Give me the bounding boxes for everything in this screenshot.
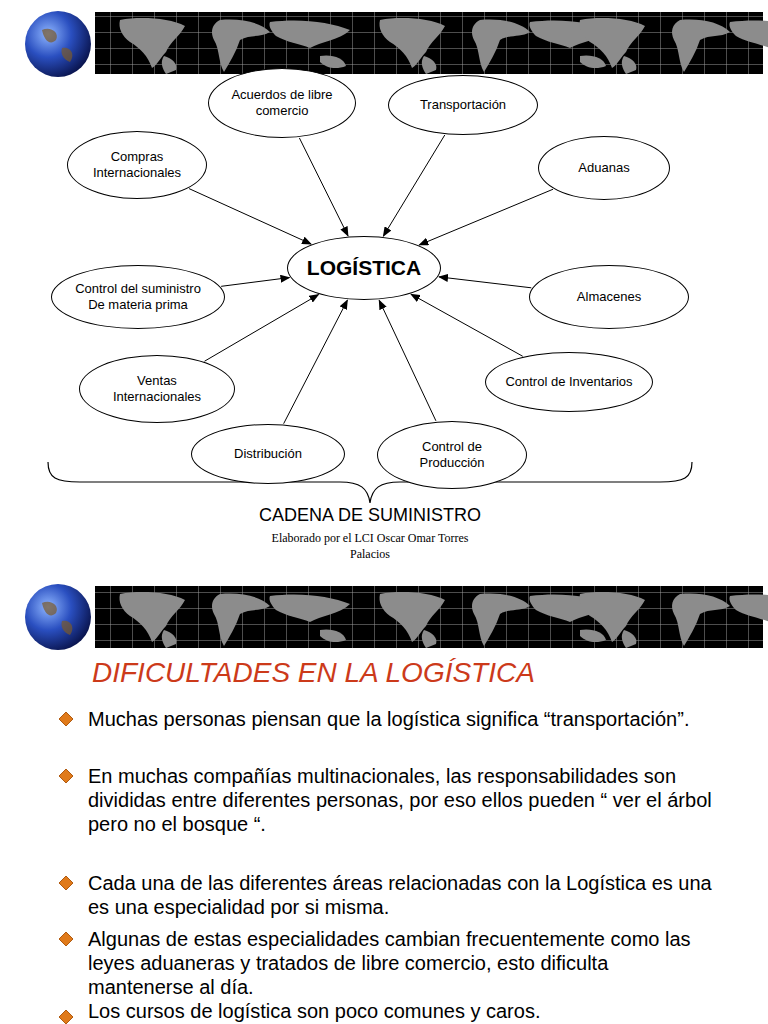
node-text: LOGÍSTICA (307, 256, 421, 280)
node-text: Distribución (234, 446, 302, 462)
topic-ellipse: Control de Producción (377, 421, 527, 489)
topic-ellipse: Transportación (388, 75, 538, 135)
arrow-connector (419, 189, 553, 245)
node-text: Acuerdos de libre comercio (225, 87, 339, 119)
arrow-connector (299, 138, 348, 236)
arrow-connector (379, 300, 436, 421)
bullet-text: Muchas personas piensan que la logística… (88, 707, 713, 731)
arrow-connector (439, 277, 531, 288)
node-text: Ventas Internacionales (97, 373, 217, 405)
arrow-connector (189, 189, 311, 244)
topic-ellipse: Almacenes (529, 265, 689, 329)
bullet-text: En muchas compañías multinacionales, las… (88, 764, 713, 836)
central-ellipse: LOGÍSTICA (287, 236, 441, 300)
topic-ellipse: Acuerdos de libre comercio (208, 68, 356, 138)
topic-ellipse: Control del suministro De materia prima (51, 265, 225, 329)
node-text: Aduanas (578, 160, 629, 176)
node-text: Compras Internacionales (84, 149, 191, 181)
bullet-text: Cada una de las diferentes áreas relacio… (88, 871, 713, 919)
arrow-connector (411, 294, 523, 356)
slide-title: DIFICULTADES EN LA LOGÍSTICA (92, 657, 535, 689)
topic-ellipse: Compras Internacionales (67, 131, 207, 199)
arrow-connector (221, 278, 289, 287)
bullet-text: Algunas de estas especialidades cambian … (88, 927, 713, 999)
author-note: Elaborado por el LCI Oscar Omar Torres P… (270, 530, 470, 562)
node-text: Almacenes (577, 289, 641, 305)
topic-ellipse: Distribución (191, 424, 345, 484)
arrow-connector (284, 300, 348, 424)
topic-ellipse: Aduanas (538, 136, 670, 200)
topic-ellipse: Ventas Internacionales (79, 355, 235, 423)
node-text: Transportación (420, 97, 506, 113)
arrow-connector (383, 135, 444, 236)
bullet-text: Los cursos de logística son poco comunes… (88, 999, 713, 1023)
topic-ellipse: Control de Inventarios (485, 352, 653, 412)
node-text: Control de Producción (395, 439, 510, 471)
node-text: Control de Inventarios (505, 374, 632, 390)
node-text: Control del suministro De materia prima (73, 281, 204, 313)
caption-text: CADENA DE SUMINISTRO (220, 505, 520, 526)
